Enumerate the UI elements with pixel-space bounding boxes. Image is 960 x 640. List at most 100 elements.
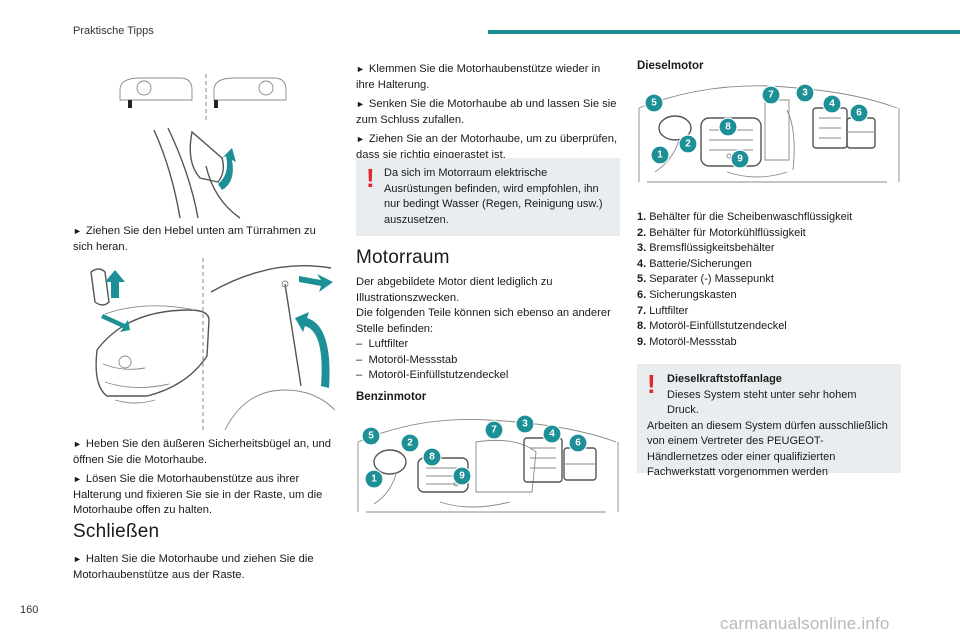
- step-arrow-icon: ►: [73, 439, 82, 449]
- petrol-engine-illustration: 5 2 8 7 3 4 6 1 9: [357, 414, 619, 513]
- diesel-warning-body: Arbeiten an diesem System dürfen ausschl…: [647, 419, 888, 479]
- warning-icon: !: [647, 369, 656, 399]
- alt-part-item: – Luftfilter: [356, 337, 620, 353]
- dash-glyph: –: [356, 353, 363, 366]
- step-arrow-icon: ►: [356, 134, 365, 144]
- callout-9-badge: 9: [452, 466, 472, 486]
- step-pull-lever: Ziehen Sie den Hebel unten am Türrahmen …: [73, 225, 316, 253]
- list-item: 3.Bremsflüssigkeitsbehälter: [637, 242, 775, 255]
- right-hand-drive-dashboard-icon: [213, 77, 287, 108]
- list-item: 4.Batterie/Sicherungen: [637, 257, 752, 270]
- alt-part-label: Motoröl-Messstab: [368, 353, 458, 366]
- door-frame-lever: [153, 127, 241, 219]
- callout-3-badge: 3: [795, 83, 815, 103]
- svg-text:9: 9: [459, 471, 465, 482]
- dash-glyph: –: [356, 338, 363, 350]
- hood-open-illustration: [90, 258, 336, 430]
- step-arrow-icon: ►: [73, 474, 82, 484]
- engine-intro-2: Die folgenden Teile können sich ebenso a…: [356, 307, 611, 335]
- callout-3-badge: 3: [515, 414, 535, 434]
- callout-1-badge: 1: [364, 469, 384, 489]
- step-arrow-icon: ►: [73, 554, 82, 564]
- svg-text:3: 3: [802, 88, 808, 99]
- car-front-view: [95, 305, 210, 404]
- alt-part-item: – Motoröl-Messstab: [356, 353, 620, 369]
- diesel-warning-title: Dieselkraftstoffanlage: [667, 373, 782, 385]
- step-hold-hood: Halten Sie die Motorhaube und ziehen Sie…: [73, 553, 314, 581]
- callout-4-badge: 4: [822, 94, 842, 114]
- water-warning-text: Da sich im Motorraum elektrische Ausrüst…: [384, 167, 603, 226]
- diesel-engine-illustration: 5 7 3 4 6 8 2 1 9: [638, 83, 900, 183]
- watermark: carmanualsonline.info: [720, 614, 890, 633]
- hood-lift-arrow-icon: [299, 274, 333, 292]
- svg-text:7: 7: [768, 90, 774, 101]
- callout-4-badge: 4: [542, 424, 562, 444]
- svg-text:7: 7: [491, 425, 497, 436]
- list-item: 2.Behälter für Motorkühlflüssigkeit: [637, 226, 806, 239]
- callout-8-badge: 8: [718, 117, 738, 137]
- callout-5-badge: 5: [361, 426, 381, 446]
- pull-arrow-icon: [218, 148, 236, 190]
- svg-text:8: 8: [725, 122, 731, 133]
- callout-8-badge: 8: [422, 447, 442, 467]
- svg-text:1: 1: [657, 150, 663, 161]
- closing-heading: Schließen: [73, 521, 160, 542]
- left-hand-drive-dashboard-icon: [119, 77, 193, 108]
- callout-7-badge: 7: [761, 85, 781, 105]
- water-warning-box: ! Da sich im Motorraum elektrische Ausrü…: [356, 158, 620, 236]
- callout-6-badge: 6: [849, 103, 869, 123]
- step-clip-prop: Klemmen Sie die Motorhaubenstütze wieder…: [356, 63, 601, 91]
- callout-7-badge: 7: [484, 420, 504, 440]
- list-item: 6.Sicherungskasten: [637, 288, 737, 301]
- step-arrow-icon: ►: [73, 226, 82, 236]
- svg-text:9: 9: [737, 154, 743, 165]
- svg-text:5: 5: [651, 98, 657, 109]
- callout-1-badge: 1: [650, 145, 670, 165]
- safety-catch: [90, 268, 125, 306]
- diesel-warning-box: ! Dieselkraftstoffanlage Dieses System s…: [637, 364, 901, 478]
- diesel-warning-line1: Dieses System steht unter sehr hohem Dru…: [667, 388, 857, 417]
- engine-intro-1: Der abgebildete Motor dient lediglich zu…: [356, 276, 553, 304]
- svg-text:5: 5: [368, 431, 374, 442]
- alt-part-label: Motoröl-Einfüllstutzendeckel: [368, 369, 509, 381]
- engine-heading: Motorraum: [356, 247, 450, 268]
- svg-text:3: 3: [522, 419, 528, 430]
- step-pull-check: Ziehen Sie an der Motorhaube, um zu über…: [356, 133, 618, 161]
- callout-9-badge: 9: [730, 149, 750, 169]
- callout-6-badge: 6: [568, 433, 588, 453]
- hood-prop-rod: [210, 265, 336, 430]
- list-item: 1.Behälter für die Scheibenwaschflüssigk…: [637, 211, 853, 223]
- svg-text:8: 8: [429, 452, 435, 463]
- step-lift-bracket: Heben Sie den äußeren Sicherheitsbügel a…: [73, 438, 331, 466]
- prop-swing-arrow-icon: [295, 312, 330, 388]
- callout-5-badge: 5: [644, 93, 664, 113]
- dash-glyph: –: [356, 369, 363, 381]
- svg-text:6: 6: [856, 108, 862, 119]
- svg-text:2: 2: [407, 438, 413, 449]
- step-arrow-icon: ►: [356, 64, 365, 74]
- page-number: 160: [20, 604, 39, 616]
- alt-part-item: – Motoröl-Einfüllstutzendeckel: [356, 368, 620, 384]
- warning-icon: !: [366, 163, 375, 193]
- step-release-prop: Lösen Sie die Motorhaubenstütze aus ihre…: [73, 473, 323, 516]
- running-header: Praktische Tipps: [73, 25, 154, 37]
- svg-text:4: 4: [549, 429, 555, 440]
- lever-illustration: [119, 74, 287, 219]
- svg-text:1: 1: [371, 474, 377, 485]
- lift-arrow-icon: [101, 314, 130, 332]
- svg-text:2: 2: [685, 139, 691, 150]
- list-item: 5.Separater (-) Massepunkt: [637, 273, 774, 286]
- petrol-engine-heading: Benzinmotor: [356, 391, 427, 403]
- svg-text:6: 6: [575, 438, 581, 449]
- step-lower-hood: Senken Sie die Motorhaube ab und lassen …: [356, 98, 617, 126]
- callout-2-badge: 2: [678, 134, 698, 154]
- engine-parts-list: 1.Behälter für die Scheibenwaschflüssigk…: [637, 210, 901, 350]
- header-accent-bar: [488, 30, 960, 34]
- list-item: 7.Luftfilter: [637, 304, 689, 317]
- step-arrow-icon: ►: [356, 99, 365, 109]
- list-item: 8.Motoröl-Einfüllstutzendeckel: [637, 320, 787, 333]
- callout-2-badge: 2: [400, 433, 420, 453]
- list-item: 9.Motoröl-Messstab: [637, 335, 737, 348]
- svg-text:4: 4: [829, 99, 835, 110]
- diesel-engine-heading: Dieselmotor: [637, 60, 704, 72]
